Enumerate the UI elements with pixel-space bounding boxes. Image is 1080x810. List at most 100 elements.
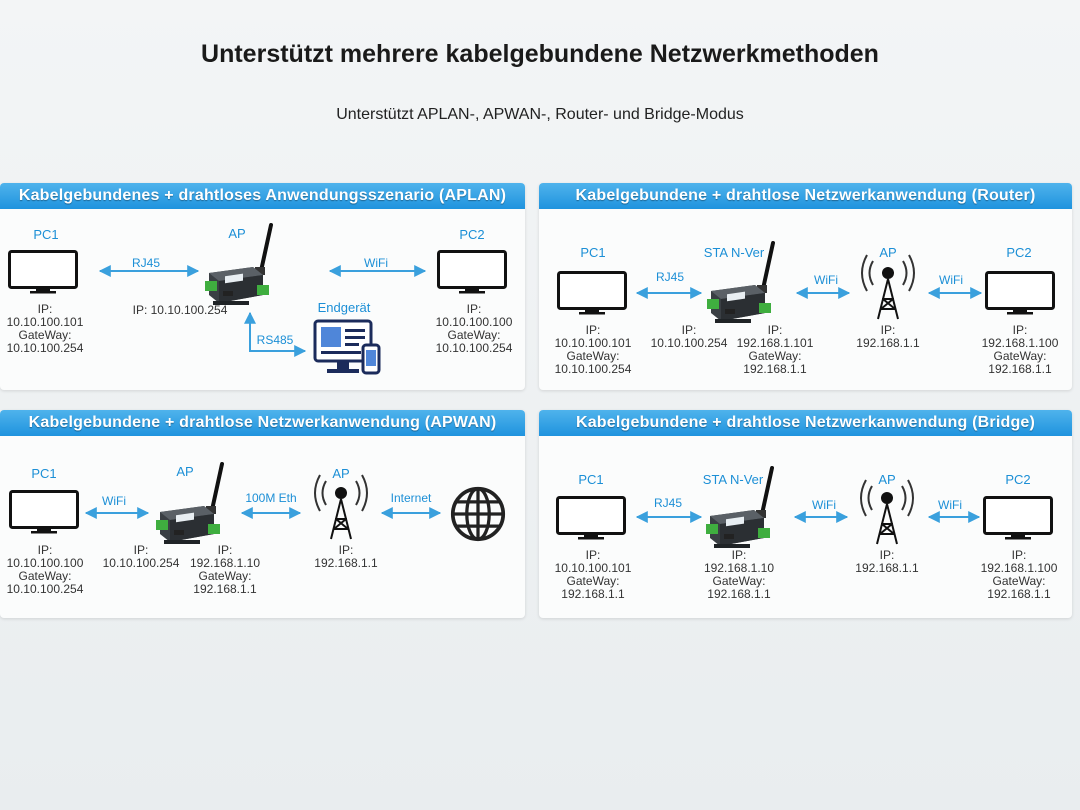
apwan-ap-gw: 192.168.1.1 [193, 582, 257, 596]
apwan-ap-gw-label: GateWay: [198, 569, 252, 583]
apwan-link-wifi: WiFi [102, 494, 126, 508]
bridge-sta-ip-label: IP: [731, 548, 747, 562]
apwan-ap-gateway-icon [156, 462, 226, 552]
page-title: Unterstützt mehrere kabelgebundene Netzw… [201, 40, 879, 68]
aplan-ap-gateway-icon [205, 223, 275, 313]
bridge-pc1-ip: 10.10.100.101 [554, 561, 632, 575]
apwan-pc1-ip: 10.10.100.100 [6, 556, 84, 570]
bridge-pc2-monitor-icon [983, 496, 1053, 540]
apwan-links [84, 507, 442, 519]
aplan-link-rj45: RJ45 [131, 256, 161, 270]
router-links [635, 287, 983, 299]
router-sta-gateway-icon [707, 241, 777, 331]
apwan-ap-ip: 192.168.1.10 [189, 556, 261, 570]
apwan-ap-name: AP [332, 466, 350, 481]
aplan-pc1-ip: 10.10.100.101 [6, 315, 84, 329]
aplan-pc2-monitor-icon [437, 250, 507, 294]
bridge-links [635, 511, 981, 523]
aplan-pc2-ip-label: IP: [466, 302, 482, 316]
router-pc2-gw-label: GateWay: [993, 349, 1047, 363]
aplan-pc1-gw: 10.10.100.254 [6, 341, 84, 355]
router-pc2-monitor-icon [985, 271, 1055, 315]
bridge-pc1-name: PC1 [578, 472, 604, 487]
apwan-globe-icon [450, 486, 506, 542]
apwan-pc1-gw-label: GateWay: [18, 569, 72, 583]
apwan-ap-ip-left: 10.10.100.254 [102, 556, 180, 570]
bridge-pc1-gw-label: GateWay: [566, 574, 620, 588]
bridge-pc2-gw: 192.168.1.1 [987, 587, 1051, 601]
panel-aplan: Kabelgebundenes + drahtloses Anwendungss… [0, 183, 525, 390]
router-pc1-ip: 10.10.100.101 [554, 336, 632, 350]
bridge-sta-gw-label: GateWay: [712, 574, 766, 588]
bridge-pc2-name: PC2 [1005, 472, 1031, 487]
page-subtitle: Unterstützt APLAN-, APWAN-, Router- und … [336, 106, 744, 123]
panel-apwan: Kabelgebundene + drahtlose Netzwerkanwen… [0, 410, 525, 618]
aplan-pc1-name: PC1 [33, 227, 59, 242]
bridge-pc2-ip: 192.168.1.100 [980, 561, 1058, 575]
router-sta-ip: 192.168.1.101 [736, 336, 814, 350]
router-pc2-gw: 192.168.1.1 [988, 362, 1052, 376]
apwan-ap-dev-name: AP [176, 464, 194, 479]
panel-header-bridge: Kabelgebundene + drahtlose Netzwerkanwen… [539, 410, 1072, 436]
aplan-rs485-arrow [244, 311, 307, 357]
panel-router: Kabelgebundene + drahtlose Netzwerkanwen… [539, 183, 1072, 390]
bridge-pc2-gw-label: GateWay: [992, 574, 1046, 588]
router-pc1-gw: 10.10.100.254 [554, 362, 632, 376]
router-pc1-monitor-icon [557, 271, 627, 315]
router-ap-name: AP [879, 245, 897, 260]
aplan-link-rs485: RS485 [256, 333, 294, 347]
apwan-ap2-ip: 192.168.1.1 [314, 556, 378, 570]
router-pc1-ip-label: IP: [585, 323, 601, 337]
router-pc1-name: PC1 [580, 245, 606, 260]
bridge-link-wifi-2: WiFi [938, 498, 962, 512]
router-ap-tower-icon [853, 243, 923, 323]
aplan-link-wifi: WiFi [364, 256, 388, 270]
router-sta-ip-left-label: IP: [681, 323, 697, 337]
router-sta-ip-left: 10.10.100.254 [650, 336, 728, 350]
aplan-links [98, 265, 427, 357]
router-sta-gw-label: GateWay: [748, 349, 802, 363]
router-pc1-gw-label: GateWay: [566, 349, 620, 363]
apwan-ap-tower-icon [306, 463, 376, 543]
panel-header-aplan: Kabelgebundenes + drahtloses Anwendungss… [0, 183, 525, 209]
aplan-pc2-ip: 10.10.100.100 [435, 315, 513, 329]
bridge-sta-ip: 192.168.1.10 [703, 561, 775, 575]
apwan-pc1-ip-label: IP: [37, 543, 53, 557]
bridge-ap-tower-icon [852, 468, 922, 548]
aplan-ap-ip: IP: 10.10.100.254 [132, 303, 228, 317]
bridge-sta-gw: 192.168.1.1 [707, 587, 771, 601]
bridge-link-rj45: RJ45 [653, 496, 683, 510]
bridge-ap-ip: 192.168.1.1 [855, 561, 919, 575]
apwan-link-internet: Internet [390, 491, 432, 505]
aplan-pc1-monitor-icon [8, 250, 78, 294]
bridge-pc1-ip-label: IP: [585, 548, 601, 562]
router-sta-ip-label: IP: [767, 323, 783, 337]
router-sta-gw: 192.168.1.1 [743, 362, 807, 376]
apwan-pc1-gw: 10.10.100.254 [6, 582, 84, 596]
apwan-ap-ip-left-label: IP: [133, 543, 149, 557]
aplan-pc2-gw: 10.10.100.254 [435, 341, 513, 355]
panel-header-apwan: Kabelgebundene + drahtlose Netzwerkanwen… [0, 410, 525, 436]
router-pc2-ip-label: IP: [1012, 323, 1028, 337]
bridge-ap-ip-label: IP: [879, 548, 895, 562]
aplan-pc1-ip-label: IP: [37, 302, 53, 316]
bridge-pc2-ip-label: IP: [1011, 548, 1027, 562]
aplan-endgeraet-name: Endgerät [317, 300, 371, 315]
bridge-sta-gateway-icon [706, 466, 776, 556]
bridge-pc1-gw: 192.168.1.1 [561, 587, 625, 601]
router-link-wifi-1: WiFi [814, 273, 838, 287]
router-link-wifi-2: WiFi [939, 273, 963, 287]
apwan-link-eth: 100M Eth [245, 491, 297, 505]
aplan-pc2-gw-label: GateWay: [447, 328, 501, 342]
apwan-ap2-ip-label: IP: [338, 543, 354, 557]
router-pc2-name: PC2 [1006, 245, 1032, 260]
panel-bridge: Kabelgebundene + drahtlose Netzwerkanwen… [539, 410, 1072, 618]
aplan-terminal-icon [313, 319, 383, 379]
router-pc2-ip: 192.168.1.100 [981, 336, 1059, 350]
aplan-pc1-gw-label: GateWay: [18, 328, 72, 342]
bridge-sta-name: STA N-Ver [702, 472, 764, 487]
router-ap-ip-label: IP: [880, 323, 896, 337]
bridge-ap-name: AP [878, 472, 896, 487]
apwan-pc1-monitor-icon [9, 490, 79, 534]
aplan-pc2-name: PC2 [459, 227, 485, 242]
